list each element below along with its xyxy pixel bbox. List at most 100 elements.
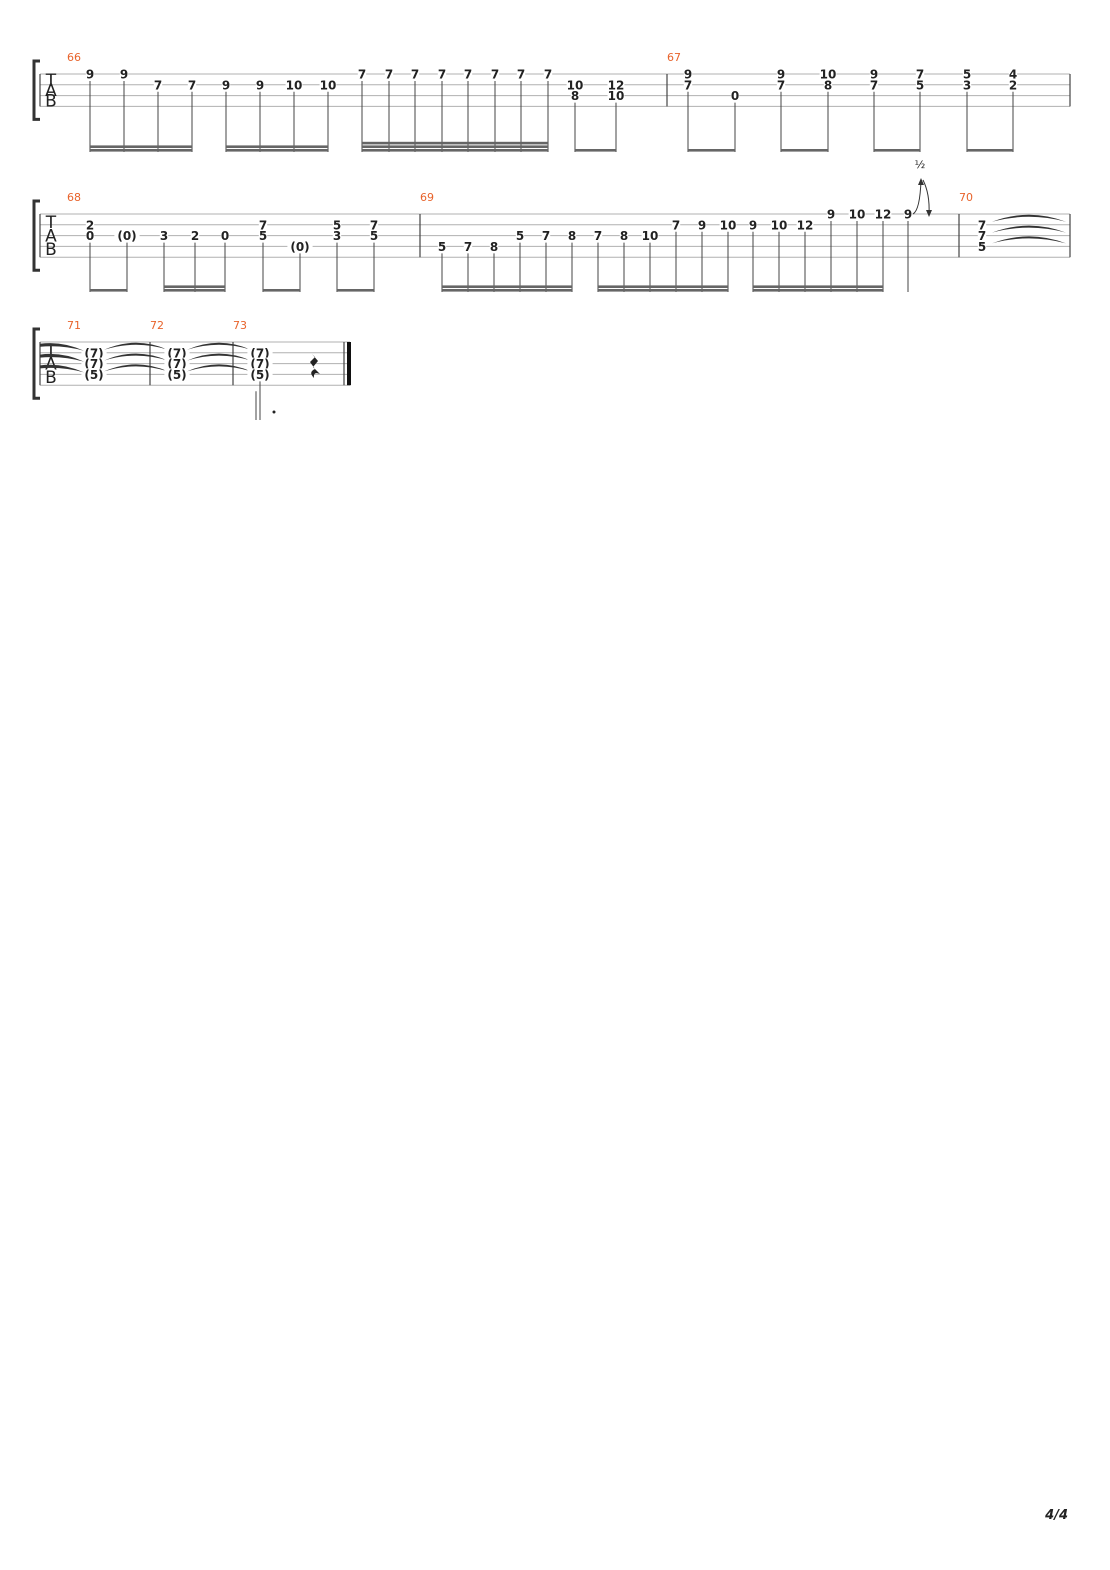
fret-number: 8 xyxy=(490,240,498,254)
fret-number: 5 xyxy=(438,240,446,254)
beam xyxy=(90,289,127,292)
fret-number: 9 xyxy=(749,218,757,232)
fret-background xyxy=(748,218,758,231)
fret-number: 9 xyxy=(870,68,878,82)
tab-clef-letter: B xyxy=(45,240,57,260)
beam xyxy=(753,285,883,288)
fret-number: 7 xyxy=(438,68,446,82)
bend-amount: ½ xyxy=(915,158,926,171)
beam xyxy=(362,145,548,148)
fret-number: 7 xyxy=(517,68,525,82)
beam xyxy=(753,289,883,292)
fret-background xyxy=(570,89,580,102)
fret-background xyxy=(220,229,230,242)
fret-background xyxy=(463,240,473,253)
fret-background xyxy=(977,240,987,253)
fret-number: 8 xyxy=(571,89,579,103)
fret-background xyxy=(285,78,303,91)
fret-background xyxy=(247,346,273,359)
fret-background xyxy=(489,240,499,253)
fret-number: 7 xyxy=(358,68,366,82)
fret-background xyxy=(319,78,337,91)
fret-background xyxy=(369,218,379,231)
fret-number: 2 xyxy=(1009,78,1017,92)
fret-number: 10 xyxy=(771,218,788,232)
tie-arc xyxy=(992,236,1066,244)
fret-number: 8 xyxy=(824,78,832,92)
beam xyxy=(442,289,572,292)
fret-background xyxy=(258,218,268,231)
fret-number: 7 xyxy=(544,68,552,82)
fret-number: 9 xyxy=(827,208,835,222)
final-barline-thick xyxy=(347,342,351,386)
tie-arc xyxy=(104,353,168,361)
fret-number: 8 xyxy=(568,229,576,243)
fret-number: 7 xyxy=(188,78,196,92)
measure-number: 69 xyxy=(420,191,434,204)
fret-background xyxy=(164,346,190,359)
fret-background xyxy=(641,229,659,242)
tab-clef-letter: A xyxy=(45,355,57,375)
fret-number: 0 xyxy=(86,229,94,243)
tie-arc xyxy=(187,353,251,361)
measure-number: 72 xyxy=(150,319,164,332)
fret-number: 9 xyxy=(222,78,230,92)
fret-number: 9 xyxy=(86,68,94,82)
fret-background xyxy=(357,68,367,80)
tie-arc xyxy=(187,364,251,372)
fret-background xyxy=(819,68,837,80)
augmentation-dot xyxy=(272,410,276,414)
fret-background xyxy=(187,78,197,91)
beam xyxy=(598,289,728,292)
fret-background xyxy=(247,357,273,370)
fret-background xyxy=(619,229,629,242)
tie-arc-incoming xyxy=(40,343,84,351)
fret-number: (7) xyxy=(167,357,186,371)
fret-background xyxy=(541,229,551,242)
beam xyxy=(781,149,828,152)
fret-number: 12 xyxy=(875,208,892,222)
fret-background xyxy=(1008,68,1018,80)
fret-background xyxy=(287,240,313,253)
measure-number: 66 xyxy=(67,51,81,64)
beam xyxy=(226,145,328,148)
fret-number: 9 xyxy=(120,68,128,82)
fret-background xyxy=(869,78,879,91)
fret-background xyxy=(915,68,925,80)
fret-background xyxy=(874,208,892,220)
page-number: 4/4 xyxy=(1045,1508,1068,1523)
fret-number: 0 xyxy=(731,89,739,103)
fret-number: 9 xyxy=(698,218,706,232)
fret-background xyxy=(962,78,972,91)
fret-background xyxy=(85,229,95,242)
fret-background xyxy=(671,218,681,231)
measure-number: 68 xyxy=(67,191,81,204)
fret-number: 7 xyxy=(870,78,878,92)
measure-number: 71 xyxy=(67,319,81,332)
fret-background xyxy=(962,68,972,80)
beam xyxy=(688,149,735,152)
fret-number: 7 xyxy=(411,68,419,82)
fret-background xyxy=(977,229,987,242)
fret-number: 10 xyxy=(849,208,866,222)
tie-arc xyxy=(104,342,168,350)
fret-background xyxy=(516,68,526,80)
fret-background xyxy=(776,78,786,91)
fret-background xyxy=(543,68,553,80)
fret-background xyxy=(85,218,95,231)
beam xyxy=(362,141,548,145)
measure-number: 67 xyxy=(667,51,681,64)
fret-number: 5 xyxy=(978,240,986,254)
fret-background xyxy=(85,68,95,80)
fret-number: (5) xyxy=(250,368,269,382)
fret-background xyxy=(159,229,169,242)
fret-background xyxy=(81,368,107,381)
tie-arc xyxy=(187,342,251,350)
fret-background xyxy=(593,229,603,242)
fret-background xyxy=(683,68,693,80)
tie-arc xyxy=(992,214,1066,222)
fret-background xyxy=(384,68,394,80)
fret-number: 0 xyxy=(221,229,229,243)
fret-background xyxy=(607,89,625,102)
tab-clef-letter: B xyxy=(45,368,57,388)
